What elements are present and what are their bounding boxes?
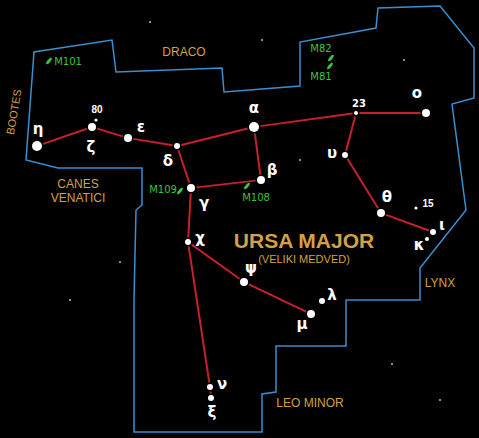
galaxy-symbol	[327, 54, 335, 62]
star: η	[32, 141, 42, 151]
star-label: ο	[412, 85, 422, 102]
star: ι	[430, 229, 436, 235]
star-label: ξ	[208, 404, 217, 421]
star-label: μ	[296, 316, 307, 333]
faint-star	[391, 363, 393, 365]
star-number: 15	[422, 198, 433, 210]
star: κ	[425, 237, 429, 241]
galaxy-label: M101	[54, 56, 82, 67]
constellation-line	[192, 245, 240, 279]
faint-star	[403, 59, 405, 61]
galaxy-label: M108	[242, 192, 270, 203]
constellation-line	[386, 215, 429, 231]
constellation-line	[181, 129, 247, 145]
galaxy-shape	[45, 57, 52, 65]
constellation-name: CANES VENATICI	[43, 178, 113, 206]
constellation-line	[360, 112, 421, 114]
star-label: ε	[137, 119, 145, 136]
galaxy-shape	[327, 54, 334, 62]
galaxy-symbol	[45, 57, 53, 65]
galaxy-marker: M81	[326, 62, 334, 70]
constellation-line	[249, 284, 306, 311]
constellation-line	[189, 246, 210, 382]
constellation-subtitle: (VELIKI MEDVED)	[258, 253, 350, 266]
star-label: ι	[439, 217, 445, 234]
star-dot	[94, 118, 97, 121]
faint-star	[261, 39, 263, 41]
star: θ	[377, 209, 385, 217]
star-label: β	[267, 162, 278, 179]
star-label: θ	[382, 189, 392, 206]
star: ψ	[240, 278, 248, 286]
star-label: ζ	[87, 139, 96, 156]
constellation-line	[133, 139, 172, 145]
constellation-line	[188, 193, 190, 237]
constellation-line	[178, 150, 189, 183]
star: λ	[319, 298, 325, 304]
star-label: 23	[352, 98, 366, 109]
galaxy-marker: M101	[45, 57, 53, 65]
galaxy-symbol	[176, 187, 184, 195]
star-label: κ	[414, 237, 425, 254]
galaxy-marker: M82	[327, 54, 335, 62]
galaxy-label: M109	[149, 184, 177, 195]
constellation-name: LEO MINOR	[276, 397, 343, 411]
constellation-line	[346, 116, 355, 150]
star: ο	[422, 109, 430, 117]
star: υ	[342, 152, 348, 158]
galaxy-marker: M108	[243, 182, 251, 190]
faint-star	[439, 399, 441, 401]
star: ν	[207, 384, 213, 390]
constellation-line	[43, 129, 87, 144]
star: ε	[124, 134, 132, 142]
constellation-line	[255, 133, 260, 174]
constellation-line	[347, 159, 378, 209]
star-label: χ	[195, 230, 205, 247]
constellation-name: BOOTES	[4, 88, 24, 135]
star: μ	[307, 310, 315, 318]
galaxy-label: M81	[310, 71, 331, 82]
star: δ	[174, 143, 180, 149]
constellation-line	[260, 113, 352, 126]
galaxy-symbol	[326, 62, 334, 70]
constellation-name: DRACO	[162, 46, 205, 60]
star-label: δ	[163, 153, 173, 170]
star: γ	[187, 184, 195, 192]
star-label: υ	[327, 145, 337, 162]
constellation-boundary	[26, 6, 474, 432]
star: ζ	[88, 123, 96, 131]
galaxy-label: M82	[310, 43, 331, 54]
star: χ	[185, 239, 191, 245]
star-label: ψ	[245, 260, 257, 277]
star-label: ν	[217, 376, 227, 393]
galaxy-shape	[243, 182, 250, 190]
constellation-name: LYNX	[425, 277, 455, 291]
star-dot	[414, 206, 417, 209]
galaxy-shape	[176, 187, 183, 195]
galaxy-shape	[326, 62, 333, 70]
star-label: η	[33, 121, 44, 138]
star: 23	[354, 111, 358, 115]
star: β	[257, 176, 265, 184]
faint-star	[119, 261, 121, 263]
star-label: α	[249, 100, 259, 117]
star-label: γ	[199, 195, 209, 212]
galaxy-symbol	[243, 182, 251, 190]
constellation-line	[209, 391, 211, 393]
faint-star	[299, 159, 301, 161]
constellation-title: URSA MAJOR	[234, 229, 374, 253]
faint-star	[69, 299, 71, 301]
galaxy-marker: M109	[176, 187, 184, 195]
star-label: λ	[327, 287, 337, 304]
constellation-line	[97, 129, 122, 137]
faint-star	[149, 21, 151, 23]
star: ξ	[208, 395, 214, 401]
star-number: 80	[91, 104, 102, 116]
star: α	[249, 122, 259, 132]
